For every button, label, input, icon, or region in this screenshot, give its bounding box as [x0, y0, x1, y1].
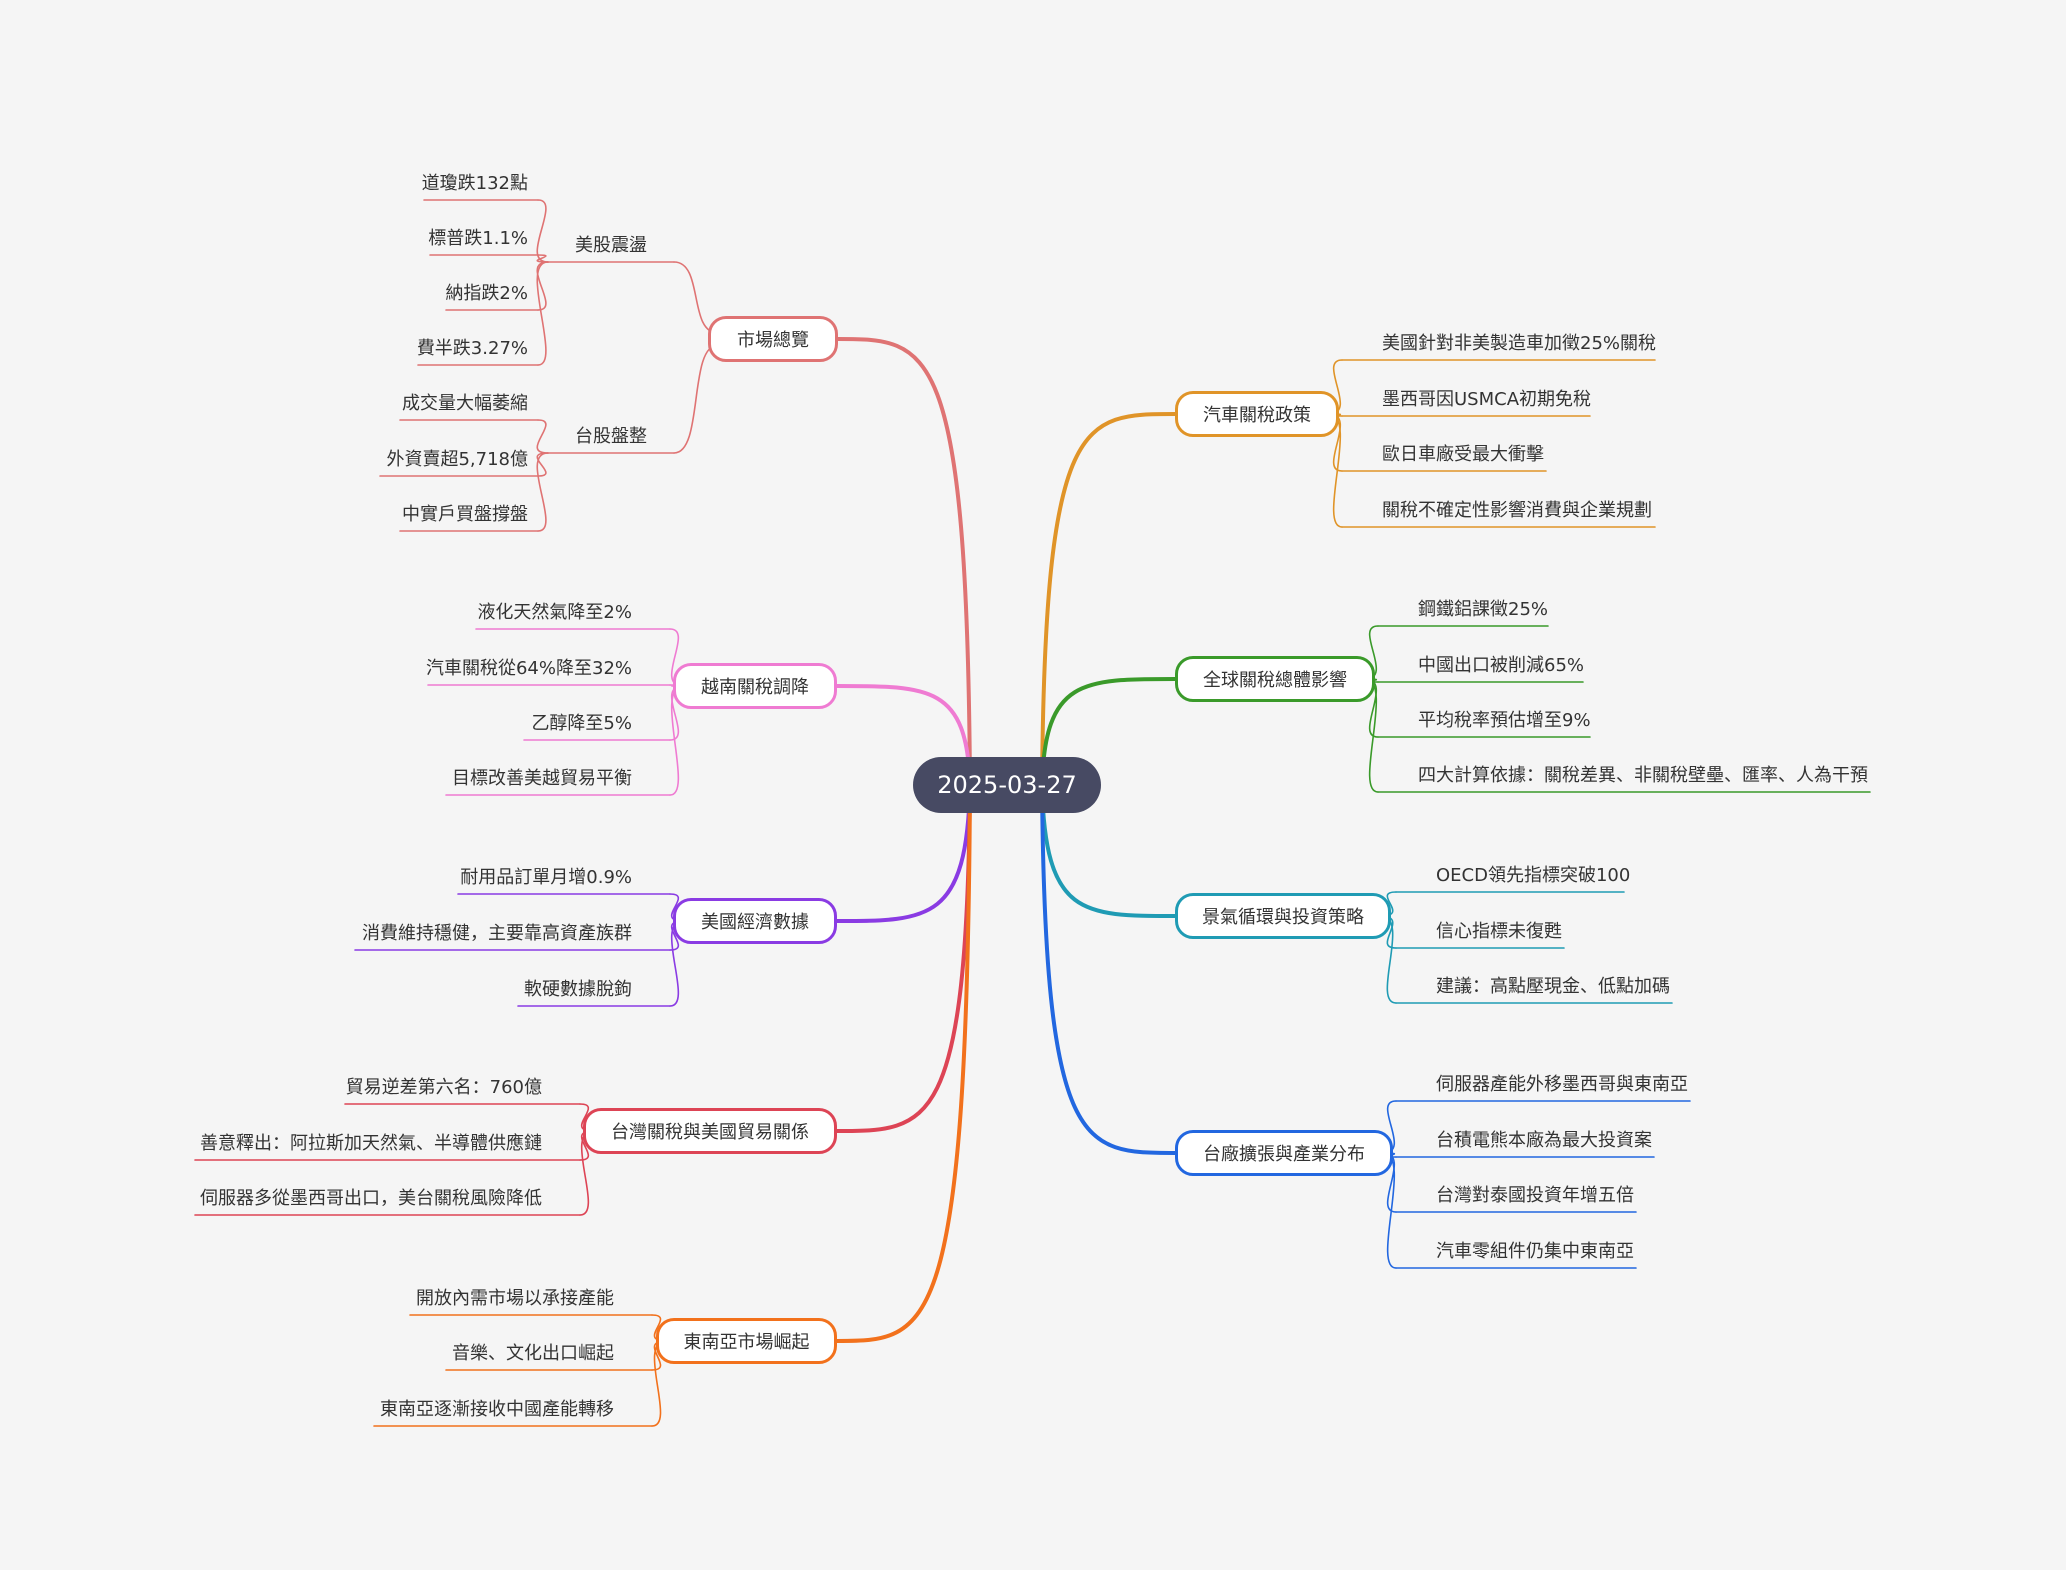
leaf-label[interactable]: 台積電熊本廠為最大投資案 — [1436, 1130, 1652, 1151]
leaf-label[interactable]: 平均稅率預估增至9% — [1418, 710, 1591, 731]
leaf-label[interactable]: 美國針對非美製造車加徵25%關稅 — [1382, 333, 1657, 354]
branch-label: 景氣循環與投資策略 — [1202, 907, 1364, 928]
leaf-label[interactable]: 目標改善美越貿易平衡 — [452, 768, 632, 789]
branch-label: 台灣關稅與美國貿易關係 — [611, 1122, 809, 1143]
branch-node-6[interactable]: 汽車關稅政策 — [1175, 391, 1339, 437]
leaf-label[interactable]: 軟硬數據脫鉤 — [524, 979, 632, 1000]
subtopic-label[interactable]: 台股盤整 — [575, 426, 647, 447]
leaf-label[interactable]: 台灣對泰國投資年增五倍 — [1436, 1185, 1634, 1206]
root-label: 2025-03-27 — [937, 771, 1077, 799]
branch-node-3[interactable]: 美國經濟數據 — [673, 898, 837, 944]
root-node[interactable]: 2025-03-27 — [913, 757, 1101, 813]
leaf-label[interactable]: 伺服器產能外移墨西哥與東南亞 — [1436, 1074, 1688, 1095]
branch-label: 東南亞市場崛起 — [683, 1332, 810, 1353]
leaf-label[interactable]: 汽車關稅從64%降至32% — [425, 658, 632, 679]
leaf-label[interactable]: 信心指標未復甦 — [1436, 921, 1562, 942]
leaf-label[interactable]: 汽車零組件仍集中東南亞 — [1436, 1241, 1634, 1262]
leaf-label[interactable]: 貿易逆差第六名：760億 — [345, 1077, 542, 1098]
leaf-label[interactable]: 善意釋出：阿拉斯加天然氣、半導體供應鏈 — [200, 1133, 542, 1154]
subtopic-label[interactable]: 美股震盪 — [575, 235, 647, 256]
leaf-label[interactable]: 東南亞逐漸接收中國產能轉移 — [380, 1399, 614, 1420]
branch-node-8[interactable]: 景氣循環與投資策略 — [1175, 893, 1391, 939]
branch-label: 越南關稅調降 — [701, 677, 809, 698]
branch-label: 全球關稅總體影響 — [1203, 670, 1347, 691]
leaf-label[interactable]: OECD領先指標突破100 — [1436, 865, 1631, 886]
leaf-label[interactable]: 開放內需市場以承接產能 — [416, 1288, 614, 1309]
leaf-label[interactable]: 成交量大幅萎縮 — [402, 393, 528, 414]
branch-node-5[interactable]: 東南亞市場崛起 — [656, 1318, 837, 1364]
leaf-label[interactable]: 建議：高點壓現金、低點加碼 — [1436, 976, 1670, 997]
leaf-label[interactable]: 消費維持穩健，主要靠高資產族群 — [362, 923, 632, 944]
leaf-label[interactable]: 中國出口被削減65% — [1418, 655, 1585, 676]
leaf-label[interactable]: 耐用品訂單月增0.9% — [460, 867, 632, 888]
branch-node-2[interactable]: 越南關稅調降 — [673, 663, 837, 709]
leaf-label[interactable]: 費半跌3.27% — [416, 338, 528, 359]
leaf-label[interactable]: 納指跌2% — [445, 283, 528, 304]
leaf-label[interactable]: 乙醇降至5% — [531, 713, 632, 734]
leaf-label[interactable]: 伺服器多從墨西哥出口，美台關稅風險降低 — [200, 1188, 542, 1209]
leaf-label[interactable]: 音樂、文化出口崛起 — [452, 1343, 614, 1364]
leaf-label[interactable]: 標普跌1.1% — [428, 228, 528, 249]
branch-label: 台廠擴張與產業分布 — [1203, 1144, 1365, 1165]
leaf-label[interactable]: 中實戶買盤撐盤 — [402, 504, 528, 525]
leaf-label[interactable]: 鋼鐵鋁課徵25% — [1418, 599, 1549, 620]
leaf-label[interactable]: 關稅不確定性影響消費與企業規劃 — [1382, 500, 1652, 521]
branch-node-9[interactable]: 台廠擴張與產業分布 — [1175, 1130, 1393, 1176]
leaf-label[interactable]: 四大計算依據：關稅差異、非關稅壁壘、匯率、人為干預 — [1418, 765, 1868, 786]
branch-label: 美國經濟數據 — [701, 912, 809, 933]
leaf-label[interactable]: 歐日車廠受最大衝擊 — [1382, 444, 1544, 465]
branch-label: 汽車關稅政策 — [1203, 405, 1311, 426]
leaf-label[interactable]: 墨西哥因USMCA初期免稅 — [1382, 389, 1592, 410]
branch-node-4[interactable]: 台灣關稅與美國貿易關係 — [583, 1108, 837, 1154]
leaf-label[interactable]: 液化天然氣降至2% — [477, 602, 632, 623]
leaf-label[interactable]: 道瓊跌132點 — [421, 173, 528, 194]
branch-node-7[interactable]: 全球關稅總體影響 — [1175, 656, 1375, 702]
branch-label: 市場總覽 — [737, 330, 809, 351]
branch-node-1[interactable]: 市場總覽 — [708, 316, 838, 362]
leaf-label[interactable]: 外資賣超5,718億 — [386, 449, 528, 470]
